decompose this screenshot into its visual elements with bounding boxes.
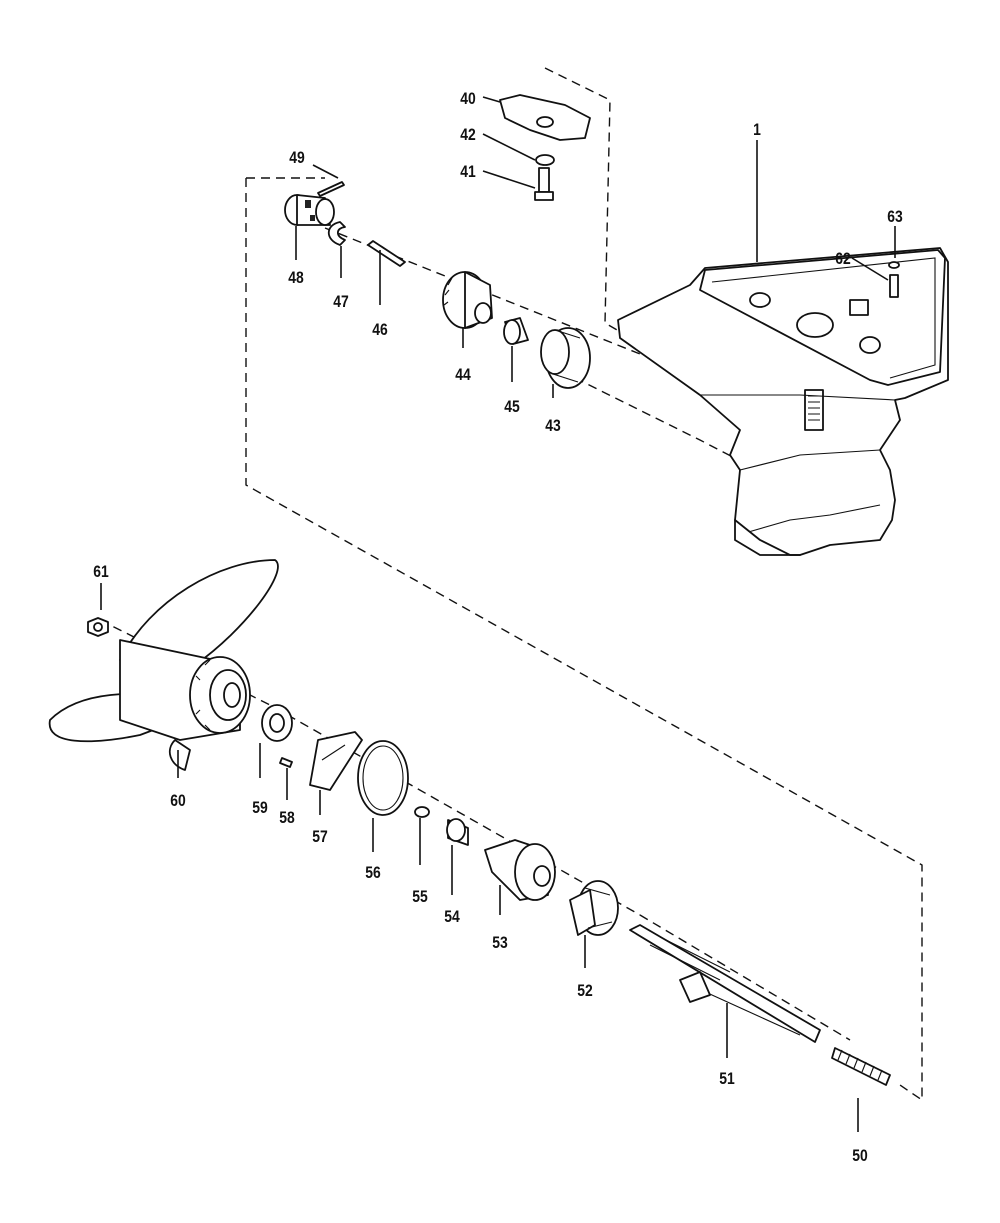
label-46: 46 xyxy=(372,321,388,340)
label-47: 47 xyxy=(333,293,348,312)
label-54: 54 xyxy=(444,908,460,927)
vent-washer xyxy=(888,261,900,269)
label-1: 1 xyxy=(753,121,761,140)
thrust-hub xyxy=(261,704,293,742)
needle-bearing xyxy=(446,818,469,846)
label-50: 50 xyxy=(852,1147,867,1166)
label-48: 48 xyxy=(288,269,304,288)
part-labels: 1 40 42 41 49 63 62 48 47 46 44 45 43 61… xyxy=(93,90,903,1166)
bushing xyxy=(503,317,529,345)
propeller xyxy=(48,559,279,771)
reverse-gear xyxy=(442,271,493,329)
prop-nut xyxy=(87,617,109,637)
spring xyxy=(831,1047,891,1086)
small-washer xyxy=(414,806,430,818)
gear-housing xyxy=(617,247,949,556)
label-49: 49 xyxy=(289,149,305,168)
small-screw xyxy=(279,757,293,768)
label-63: 63 xyxy=(887,208,903,227)
screw xyxy=(534,167,554,201)
propeller-shaft xyxy=(629,924,821,1043)
forward-gear xyxy=(569,880,619,936)
label-42: 42 xyxy=(460,126,476,145)
label-59: 59 xyxy=(252,799,268,818)
label-62: 62 xyxy=(835,250,851,269)
label-53: 53 xyxy=(492,934,508,953)
cross-pin xyxy=(367,240,406,267)
anode-plate xyxy=(499,94,591,141)
leader-lines xyxy=(100,96,896,1132)
label-56: 56 xyxy=(365,864,381,883)
label-61: 61 xyxy=(93,563,109,582)
retainer xyxy=(309,731,363,791)
label-60: 60 xyxy=(170,792,185,811)
label-52: 52 xyxy=(577,982,593,1001)
washer xyxy=(535,154,555,166)
label-51: 51 xyxy=(719,1070,735,1089)
bearing xyxy=(540,327,591,389)
label-43: 43 xyxy=(545,417,561,436)
label-40: 40 xyxy=(460,90,475,109)
detent-pin xyxy=(317,181,345,197)
o-ring xyxy=(357,740,409,816)
label-55: 55 xyxy=(412,888,428,907)
label-41: 41 xyxy=(460,163,476,182)
label-45: 45 xyxy=(504,398,520,417)
bearing-carrier xyxy=(484,839,556,901)
label-57: 57 xyxy=(312,828,327,847)
label-44: 44 xyxy=(455,366,471,385)
clutch xyxy=(284,194,335,226)
clutch-ring xyxy=(327,221,346,246)
vent-screw xyxy=(889,274,899,298)
label-58: 58 xyxy=(279,809,295,828)
